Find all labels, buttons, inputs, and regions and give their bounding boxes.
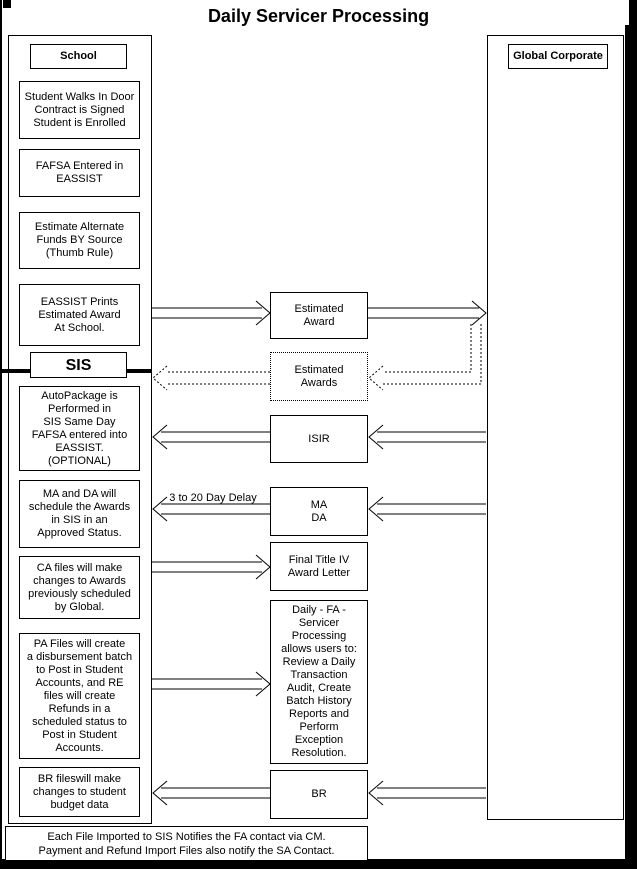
arrow-estimated-award-in	[152, 300, 271, 326]
global-corporate-column	[487, 35, 624, 820]
bottom-border-bar	[0, 859, 637, 869]
delay-label: 3 to 20 Day Delay	[169, 492, 257, 504]
arrow-br-left	[152, 780, 270, 806]
global-corporate-header-box: Global Corporate	[508, 44, 608, 69]
box-pa-files: PA Files will create a disbursement batc…	[19, 633, 140, 759]
box-autopackage: AutoPackage is Performed in SIS Same Day…	[19, 386, 140, 471]
box-br: BR	[270, 770, 368, 819]
box-ma-da: MA DA	[270, 487, 368, 536]
box-isir: ISIR	[270, 415, 368, 463]
top-left-notch	[3, 0, 11, 8]
arrow-daily-fa-right	[152, 671, 271, 697]
box-estimated-awards-dashed: Estimated Awards	[270, 352, 368, 401]
box-ma-da-schedule: MA and DA will schedule the Awards in SI…	[19, 480, 140, 548]
school-header-box: School	[30, 44, 127, 69]
arrow-estimated-awards-dashed-right	[368, 324, 482, 391]
box-eassist-prints: EASSIST Prints Estimated Award At School…	[19, 284, 140, 346]
arrow-final-title-right	[152, 554, 271, 580]
arrow-isir-left	[152, 424, 270, 450]
arrow-isir-right	[368, 424, 486, 450]
left-border	[0, 0, 2, 869]
page-title: Daily Servicer Processing	[207, 6, 430, 26]
box-ca-files: CA files will make changes to Awards pre…	[19, 556, 140, 619]
arrow-estimated-awards-dashed-left	[152, 365, 270, 391]
arrow-br-right	[368, 780, 486, 806]
right-border-bar	[625, 25, 637, 869]
box-estimated-award: Estimated Award	[270, 292, 368, 339]
box-final-title-iv: Final Title IV Award Letter	[270, 542, 368, 591]
arrow-estimated-award-out	[368, 300, 487, 326]
box-fafsa-entered: FAFSA Entered in EASSIST	[19, 149, 140, 197]
arrow-mada-right	[368, 496, 486, 522]
box-br-files: BR fileswill make changes to student bud…	[19, 767, 140, 817]
box-daily-fa-servicer: Daily - FA - Servicer Processing allows …	[270, 600, 368, 764]
sis-header-box: SIS	[30, 352, 127, 378]
box-estimate-alternate: Estimate Alternate Funds BY Source (Thum…	[19, 212, 140, 269]
top-right-notch	[629, 0, 637, 26]
footer-note-box: Each File Imported to SIS Notifies the F…	[5, 826, 368, 861]
box-student-walks: Student Walks In Door Contract is Signed…	[19, 81, 140, 139]
